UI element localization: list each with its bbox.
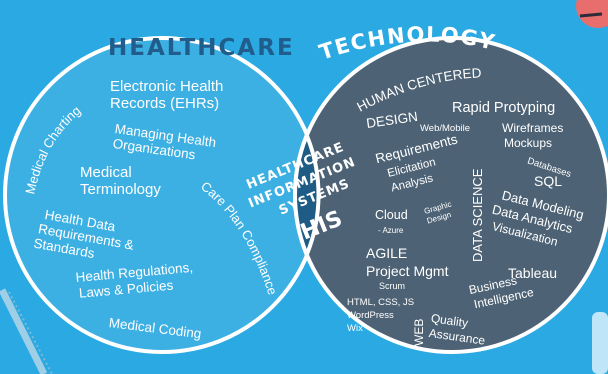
technology-circle <box>293 36 608 354</box>
wireframes-label: Wireframes <box>502 121 563 135</box>
wix-label: Wix <box>347 323 363 334</box>
rapid-prototyping-label: Rapid Protyping <box>452 100 555 116</box>
terminology-line2: Terminology <box>80 181 161 198</box>
web-label: WEB <box>412 319 426 346</box>
mockups-label: Mockups <box>504 136 552 150</box>
project-mgmt-label: Project Mgmt <box>366 263 449 279</box>
corner-line <box>579 12 603 18</box>
quality-label: Quality <box>430 311 469 330</box>
azure-label: - Azure <box>378 226 404 235</box>
sql-label: SQL <box>534 173 562 189</box>
corner-tube-shape <box>592 312 608 374</box>
hcd-line2: DESIGN <box>365 109 418 131</box>
wordpress-label: WordPress <box>347 310 394 321</box>
overlap-region <box>293 38 319 352</box>
scrum-label: Scrum <box>379 281 405 291</box>
healthcare-title: HEALTHCARE <box>108 35 295 61</box>
terminology-line1: Medical <box>80 164 132 181</box>
syringe-shape <box>0 288 53 374</box>
html-css-js-label: HTML, CSS, JS <box>347 297 414 308</box>
ehr-line1: Electronic Health <box>110 78 223 95</box>
tableau-label: Tableau <box>508 265 557 281</box>
overlap-outline <box>305 135 321 255</box>
data-science-label: DATA SCIENCE <box>470 168 485 262</box>
ehr-line2: Records (EHRs) <box>110 95 219 112</box>
agile-label: AGILE <box>366 245 407 261</box>
cloud-label: Cloud <box>375 208 408 222</box>
web-mobile-label: Web/Mobile <box>420 123 470 134</box>
